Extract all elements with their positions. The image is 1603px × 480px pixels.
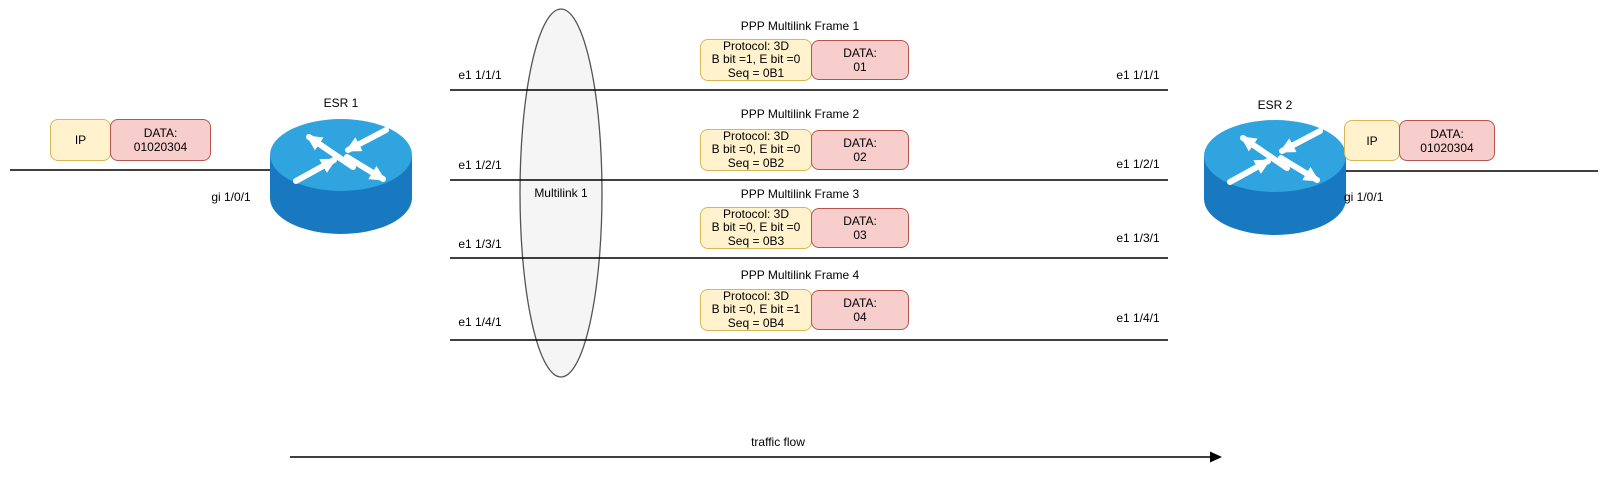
link2-right-label: e1 1/2/1: [1116, 157, 1160, 171]
esr1-router-icon: [270, 119, 412, 234]
esr1-interface-label: gi 1/0/1: [211, 190, 251, 204]
esr1-label: ESR 1: [323, 96, 359, 110]
frame1-protocol-box: Protocol: 3D B bit =1, E bit =0 Seq = 0B…: [700, 39, 812, 81]
frame2-protocol: Protocol: 3D: [722, 128, 790, 143]
frame2-seq: Seq = 0B2: [727, 155, 785, 170]
link4-left-label: e1 1/4/1: [458, 315, 502, 329]
frame1-bits: B bit =1, E bit =0: [711, 52, 801, 67]
frame4-protocol-box: Protocol: 3D B bit =0, E bit =1 Seq = 0B…: [700, 289, 812, 331]
frame3-seq: Seq = 0B3: [727, 233, 785, 248]
frame3-protocol: Protocol: 3D: [722, 206, 790, 221]
frame2-data-box: DATA: 02: [811, 130, 909, 170]
left-packet-data-label: DATA:: [143, 126, 178, 140]
frame4-bits: B bit =0, E bit =1: [711, 302, 801, 317]
frame2-data-value: 02: [853, 150, 867, 164]
multilink-label: Multilink 1: [534, 186, 588, 200]
frame4-data-value: 04: [853, 310, 867, 324]
right-packet-ip-box: IP: [1344, 120, 1400, 161]
esr2-interface-label: gi 1/0/1: [1344, 190, 1384, 204]
frame3-data-value: 03: [853, 228, 867, 242]
traffic-flow-label: traffic flow: [751, 435, 805, 449]
link2-left-label: e1 1/2/1: [458, 158, 502, 172]
left-packet-data-box: DATA: 01020304: [110, 119, 211, 161]
frame1-protocol: Protocol: 3D: [722, 38, 790, 53]
traffic-flow-arrow-icon: [290, 451, 1222, 463]
frame3-bits: B bit =0, E bit =0: [711, 220, 801, 235]
right-packet-data-value: 01020304: [1420, 140, 1474, 155]
frame2-bits: B bit =0, E bit =0: [711, 142, 801, 157]
link3-right-label: e1 1/3/1: [1116, 231, 1160, 245]
esr2-label: ESR 2: [1257, 98, 1293, 112]
frame1-title: PPP Multilink Frame 1: [740, 19, 860, 33]
frame4-data-label: DATA:: [843, 296, 877, 310]
frame2-data-label: DATA:: [843, 136, 877, 150]
link4-right-label: e1 1/4/1: [1116, 311, 1160, 325]
link3-left-label: e1 1/3/1: [458, 237, 502, 251]
frame1-data-label: DATA:: [843, 46, 877, 60]
esr2-router-icon: [1204, 120, 1346, 235]
frame3-data-box: DATA: 03: [811, 208, 909, 248]
right-packet-data-label: DATA:: [1430, 126, 1464, 141]
frame4-seq: Seq = 0B4: [727, 315, 785, 330]
right-packet-ip-label: IP: [1366, 133, 1378, 148]
frame1-data-value: 01: [853, 60, 867, 74]
right-packet-data-box: DATA: 01020304: [1399, 120, 1495, 161]
frame1-data-box: DATA: 01: [811, 40, 909, 80]
frame3-title: PPP Multilink Frame 3: [740, 187, 860, 201]
left-packet-ip-box: IP: [50, 119, 111, 161]
link1-left-label: e1 1/1/1: [458, 68, 502, 82]
frame4-data-box: DATA: 04: [811, 290, 909, 330]
frame2-protocol-box: Protocol: 3D B bit =0, E bit =0 Seq = 0B…: [700, 129, 812, 171]
left-packet-data-value: 01020304: [133, 140, 188, 154]
frame3-data-label: DATA:: [843, 214, 877, 228]
frame4-protocol: Protocol: 3D: [722, 288, 790, 303]
frame4-title: PPP Multilink Frame 4: [740, 268, 860, 282]
frame2-title: PPP Multilink Frame 2: [740, 107, 860, 121]
left-packet-ip-label: IP: [74, 133, 87, 147]
frame1-seq: Seq = 0B1: [727, 65, 785, 80]
link1-right-label: e1 1/1/1: [1116, 68, 1160, 82]
multilink-bundle-ellipse: [519, 8, 603, 378]
frame3-protocol-box: Protocol: 3D B bit =0, E bit =0 Seq = 0B…: [700, 207, 812, 249]
